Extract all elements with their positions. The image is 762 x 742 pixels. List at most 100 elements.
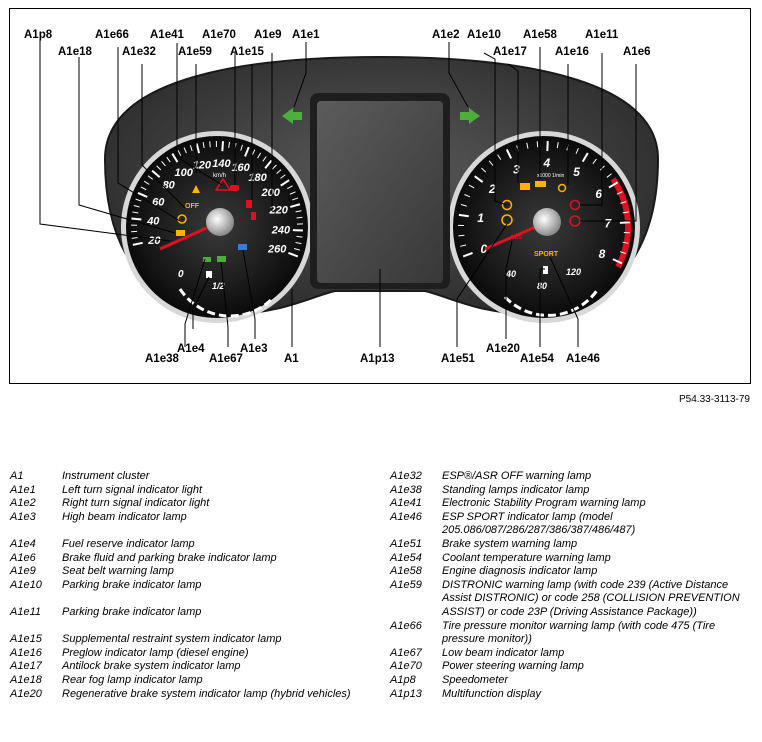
minor-tick: [293, 248, 300, 251]
minor-tick: [619, 251, 626, 255]
minor-tick: [289, 191, 296, 195]
legend-description: ESP®/ASR OFF warning lamp: [442, 470, 592, 482]
minor-tick: [616, 191, 623, 195]
legend-description: Preglow indicator lamp (diesel engine): [62, 646, 249, 659]
legend-description: Parking brake indicator lamp: [62, 605, 202, 618]
callout-A1e1: A1e1: [292, 29, 320, 41]
tick-label: 240: [271, 224, 291, 236]
legend-description: Brake fluid and parking brake indicator …: [62, 551, 277, 564]
tick-label: 3: [513, 162, 520, 176]
fuel-reserve-lamp-icon: [206, 271, 212, 278]
parking-brake-lamp-amber-icon: [501, 199, 513, 211]
legend-code: A1e15: [10, 633, 42, 646]
tick-label: 20: [147, 235, 161, 247]
minor-tick: [166, 156, 171, 163]
preglow-lamp-icon: [557, 183, 567, 193]
legend-code: A1e54: [390, 551, 422, 564]
minor-tick: [622, 241, 629, 244]
minor-tick: [460, 244, 467, 247]
minor-tick: [189, 145, 193, 152]
low-beam-lamp-icon: [217, 256, 226, 262]
minor-tick: [280, 174, 286, 179]
minor-tick: [140, 186, 147, 191]
callout-A1e4: A1e4: [177, 343, 205, 355]
tick-label: 120: [193, 159, 212, 171]
legend-code: A1e58: [390, 565, 422, 578]
major-tick: [171, 153, 179, 163]
legend-description: Supplemental restraint system indicator …: [62, 633, 282, 646]
engine-diagnosis-lamp-icon: [535, 181, 546, 187]
minor-tick: [135, 198, 142, 202]
legend-row: A1e6 Brake fluid and parking brake indica…: [10, 552, 380, 566]
speedometer-hub: [206, 208, 234, 236]
minor-tick: [147, 175, 154, 180]
tick-label: 100: [175, 167, 194, 179]
tachometer-ticks: [458, 141, 630, 265]
callout-A1e2: A1e2: [432, 29, 460, 41]
rear-fog-lamp-icon: [176, 230, 185, 236]
callout-A1e38: A1e38: [145, 353, 179, 365]
major-tick: [290, 203, 301, 208]
major-tick: [280, 179, 290, 187]
major-tick: [288, 252, 299, 258]
esp-sport-lamp: SPORT: [534, 251, 559, 258]
tick-label: 7: [605, 217, 613, 231]
speedometer-ticks: [131, 140, 303, 258]
callout-A1e32: A1e32: [122, 46, 156, 58]
minor-tick: [620, 201, 627, 204]
legend-row: A1e11 Parking brake indicator lamp: [10, 606, 380, 620]
minor-tick: [156, 165, 162, 171]
minor-tick: [592, 158, 597, 164]
major-tick: [137, 192, 148, 198]
legend-description: Power steering warning lamp: [442, 660, 584, 673]
minor-tick: [464, 194, 471, 198]
minor-tick: [575, 147, 579, 154]
legend-description: High beam indicator lamp: [62, 510, 187, 523]
legend-code: A1e6: [10, 551, 36, 564]
legend-code: A1e59: [390, 578, 422, 591]
legend-code: A1e11: [10, 605, 41, 618]
minor-tick: [458, 234, 465, 237]
fuel-tick-0: 0: [178, 269, 184, 280]
legend-code: A1e3: [10, 510, 36, 523]
legend-description: Right turn signal indicator light: [62, 497, 210, 510]
legend-code: A1e67: [390, 646, 422, 659]
legend-description: Regenerative brake system indicator lamp…: [62, 687, 351, 700]
callout-A1e46: A1e46: [566, 353, 600, 365]
esp-warning-lamp-icon: [214, 177, 232, 191]
minor-tick: [287, 185, 293, 190]
minor-tick: [526, 142, 529, 149]
callout-A1e16: A1e16: [555, 46, 589, 58]
legend-code: A1e18: [10, 673, 42, 686]
minor-tick: [177, 150, 182, 156]
standing-lamps-icon: [203, 257, 211, 262]
tick-label: 4: [542, 156, 550, 170]
brake-system-lamp-icon: [501, 214, 513, 226]
legend-code: A1p13: [390, 687, 422, 700]
minor-tick: [132, 211, 139, 214]
legend-description: Instrument cluster: [62, 470, 150, 482]
minor-tick: [183, 147, 187, 154]
minor-tick: [606, 173, 612, 178]
major-tick: [151, 169, 161, 178]
legend-description: Seat belt warning lamp: [62, 565, 174, 578]
major-tick: [264, 159, 273, 169]
right-turn-signal-icon: [460, 108, 480, 124]
callout-A1e41: A1e41: [150, 29, 184, 41]
major-tick: [221, 141, 224, 152]
minor-tick: [133, 204, 140, 208]
coolant-temp-lamp-icon: [543, 266, 548, 274]
major-tick: [619, 221, 630, 224]
major-tick: [462, 252, 473, 258]
